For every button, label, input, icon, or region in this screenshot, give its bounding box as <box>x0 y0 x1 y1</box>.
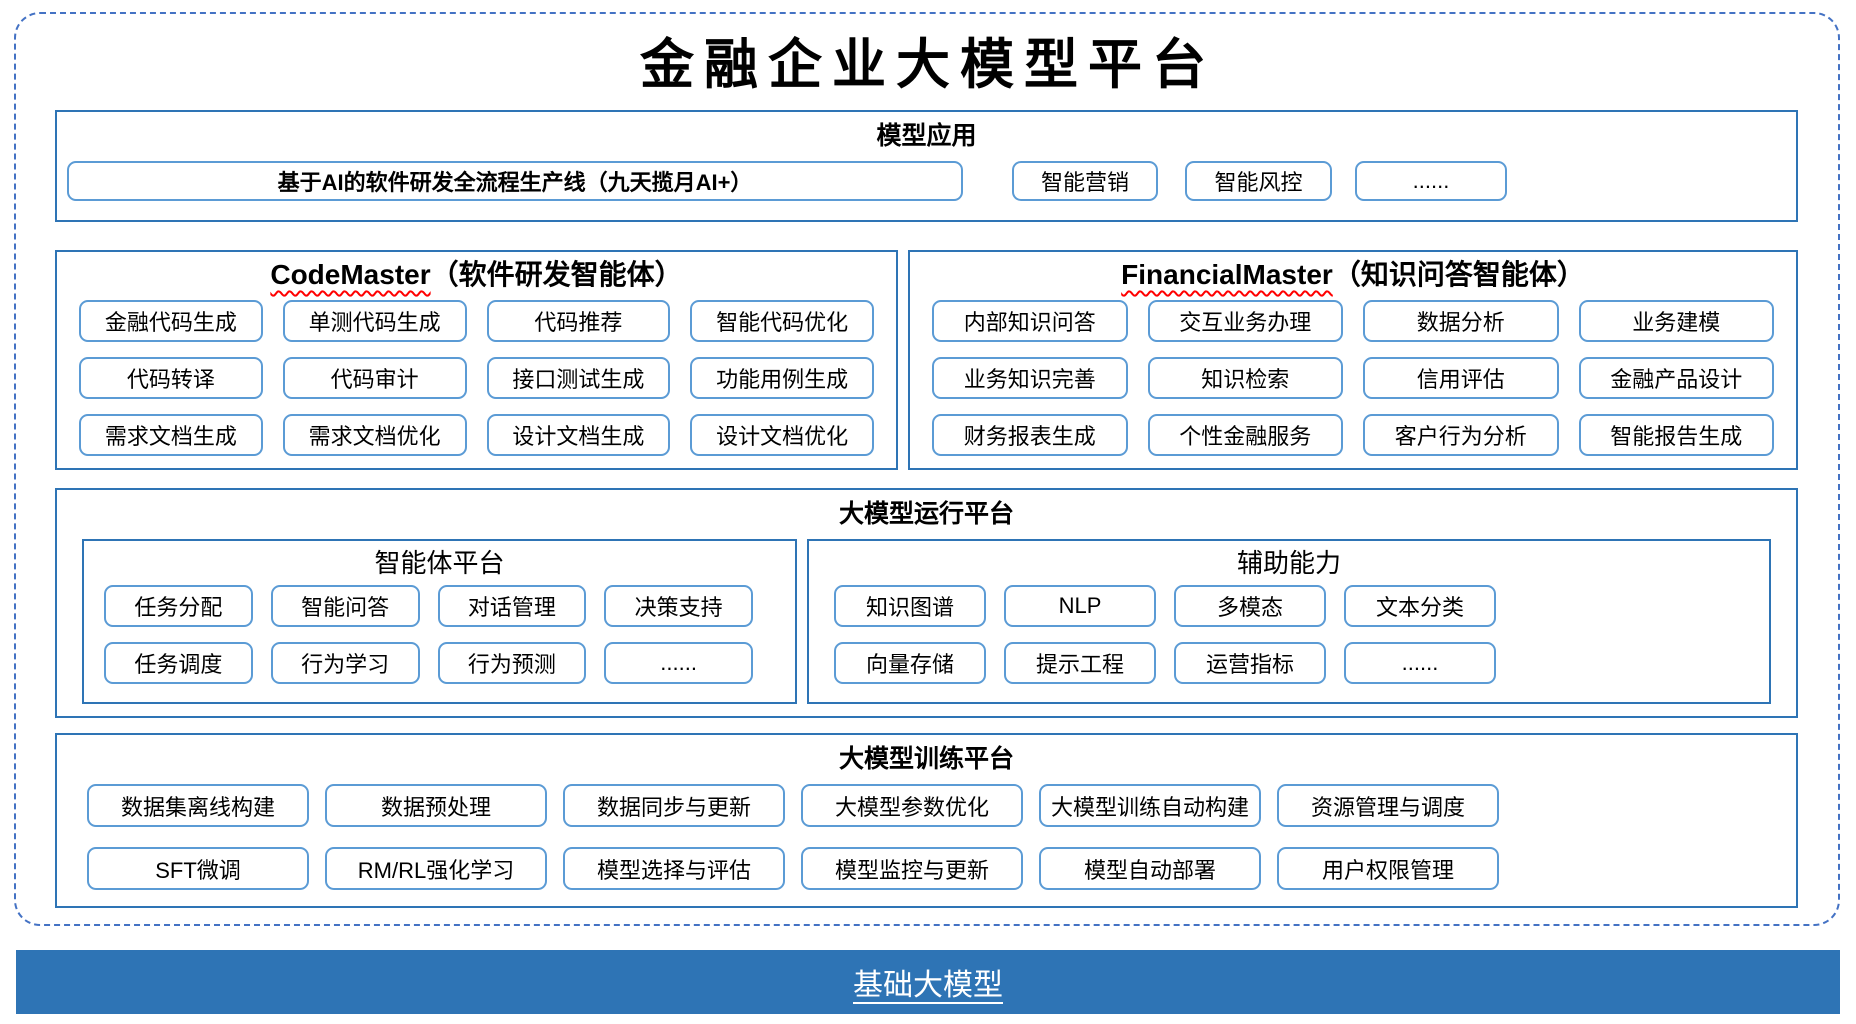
base-model-bar: 基础大模型 <box>16 950 1840 1014</box>
training-item: 数据集离线构建 <box>87 784 309 827</box>
financialmaster-item: 金融产品设计 <box>1578 357 1774 399</box>
codemaster-item: 代码推荐 <box>486 300 671 342</box>
agent-platform-items-grid: 任务分配 智能问答 对话管理 决策支持 任务调度 行为学习 行为预测 .....… <box>84 579 795 684</box>
agent-platform-box: 智能体平台 任务分配 智能问答 对话管理 决策支持 任务调度 行为学习 行为预测… <box>82 539 797 704</box>
training-item: 大模型参数优化 <box>801 784 1023 827</box>
codemaster-item: 功能用例生成 <box>690 357 874 399</box>
codemaster-item: 代码转译 <box>79 357 263 399</box>
section-runtime-platform: 大模型运行平台 智能体平台 任务分配 智能问答 对话管理 决策支持 任务调度 行… <box>55 488 1798 718</box>
model-app-items-row: 基于AI的软件研发全流程生产线（九天揽月AI+） 智能营销 智能风控 .....… <box>67 161 1796 201</box>
agent-platform-item: 决策支持 <box>604 585 753 627</box>
model-app-item: 智能风控 <box>1185 161 1332 201</box>
financialmaster-subtitle: （知识问答智能体） <box>1332 259 1585 290</box>
training-item: 资源管理与调度 <box>1277 784 1499 827</box>
section-financialmaster: FinancialMaster（知识问答智能体） 内部知识问答 交互业务办理 数… <box>908 250 1798 470</box>
codemaster-item: 设计文档优化 <box>690 414 874 456</box>
agent-platform-item: ...... <box>604 642 753 684</box>
aux-capabilities-box: 辅助能力 知识图谱 NLP 多模态 文本分类 向量存储 提示工程 运营指标 ..… <box>807 539 1771 704</box>
financialmaster-item: 信用评估 <box>1363 357 1559 399</box>
financialmaster-item: 智能报告生成 <box>1578 414 1774 456</box>
agent-platform-title: 智能体平台 <box>374 548 505 578</box>
aux-capability-item: 运营指标 <box>1174 642 1326 684</box>
outer-dashed-frame <box>14 12 1840 926</box>
agent-platform-item: 智能问答 <box>270 585 420 627</box>
training-item: 模型监控与更新 <box>801 847 1023 890</box>
financialmaster-item: 业务建模 <box>1578 300 1774 342</box>
training-item: SFT微调 <box>87 847 309 890</box>
financialmaster-items-grid: 内部知识问答 交互业务办理 数据分析 业务建模 业务知识完善 知识检索 信用评估… <box>910 293 1796 456</box>
training-item: 数据预处理 <box>325 784 547 827</box>
codemaster-item: 接口测试生成 <box>486 357 671 399</box>
runtime-inner-wrap: 智能体平台 任务分配 智能问答 对话管理 决策支持 任务调度 行为学习 行为预测… <box>82 539 1771 704</box>
training-item: RM/RL强化学习 <box>325 847 547 890</box>
codemaster-item: 设计文档生成 <box>486 414 671 456</box>
codemaster-name: CodeMaster <box>270 259 431 290</box>
financialmaster-item: 知识检索 <box>1147 357 1343 399</box>
training-item: 数据同步与更新 <box>563 784 785 827</box>
section-model-applications: 模型应用 基于AI的软件研发全流程生产线（九天揽月AI+） 智能营销 智能风控 … <box>55 110 1798 222</box>
section-training-platform: 大模型训练平台 数据集离线构建 数据预处理 数据同步与更新 大模型参数优化 大模… <box>55 733 1798 908</box>
codemaster-item: 智能代码优化 <box>690 300 874 342</box>
section-title: 模型应用 <box>876 122 977 150</box>
model-app-item: 基于AI的软件研发全流程生产线（九天揽月AI+） <box>67 161 963 201</box>
financialmaster-title: FinancialMaster（知识问答智能体） <box>910 257 1796 293</box>
aux-capability-item: 文本分类 <box>1344 585 1496 627</box>
codemaster-item: 需求文档生成 <box>79 414 263 456</box>
aux-capability-item: ...... <box>1344 642 1496 684</box>
section-title: 大模型训练平台 <box>838 745 1014 773</box>
model-app-item: 智能营销 <box>1012 161 1158 201</box>
model-app-item: ...... <box>1355 161 1507 201</box>
training-item: 用户权限管理 <box>1277 847 1499 890</box>
training-item: 模型自动部署 <box>1039 847 1261 890</box>
codemaster-subtitle: （软件研发智能体） <box>430 259 683 290</box>
financialmaster-item: 财务报表生成 <box>932 414 1128 456</box>
codemaster-item: 单测代码生成 <box>282 300 467 342</box>
aux-capability-item: NLP <box>1004 585 1156 627</box>
training-item: 大模型训练自动构建 <box>1039 784 1261 827</box>
codemaster-items-grid: 金融代码生成 单测代码生成 代码推荐 智能代码优化 代码转译 代码审计 接口测试… <box>57 293 896 456</box>
aux-capability-item: 知识图谱 <box>834 585 986 627</box>
financialmaster-item: 个性金融服务 <box>1147 414 1343 456</box>
codemaster-title: CodeMaster（软件研发智能体） <box>57 257 896 293</box>
aux-capabilities-items-grid: 知识图谱 NLP 多模态 文本分类 向量存储 提示工程 运营指标 ...... <box>809 579 1769 684</box>
aux-capabilities-title: 辅助能力 <box>1236 548 1341 578</box>
financialmaster-item: 业务知识完善 <box>932 357 1128 399</box>
agent-platform-item: 行为学习 <box>270 642 420 684</box>
training-items-grid: 数据集离线构建 数据预处理 数据同步与更新 大模型参数优化 大模型训练自动构建 … <box>57 774 1796 890</box>
aux-capability-item: 提示工程 <box>1004 642 1156 684</box>
codemaster-item: 代码审计 <box>282 357 467 399</box>
base-model-label: 基础大模型 <box>853 969 1003 1002</box>
section-title: 大模型运行平台 <box>838 500 1014 528</box>
agent-platform-item: 任务调度 <box>104 642 253 684</box>
training-item: 模型选择与评估 <box>563 847 785 890</box>
financialmaster-item: 交互业务办理 <box>1147 300 1343 342</box>
codemaster-item: 需求文档优化 <box>282 414 467 456</box>
codemaster-item: 金融代码生成 <box>79 300 263 342</box>
financialmaster-item: 数据分析 <box>1363 300 1559 342</box>
financialmaster-item: 客户行为分析 <box>1363 414 1559 456</box>
agent-platform-item: 对话管理 <box>437 585 587 627</box>
section-codemaster: CodeMaster（软件研发智能体） 金融代码生成 单测代码生成 代码推荐 智… <box>55 250 898 470</box>
page-title: 金融企业大模型平台 <box>640 32 1216 96</box>
agent-platform-item: 任务分配 <box>104 585 253 627</box>
aux-capability-item: 多模态 <box>1174 585 1326 627</box>
financialmaster-item: 内部知识问答 <box>932 300 1128 342</box>
financialmaster-name: FinancialMaster <box>1121 259 1333 290</box>
agent-platform-item: 行为预测 <box>437 642 587 684</box>
aux-capability-item: 向量存储 <box>834 642 986 684</box>
